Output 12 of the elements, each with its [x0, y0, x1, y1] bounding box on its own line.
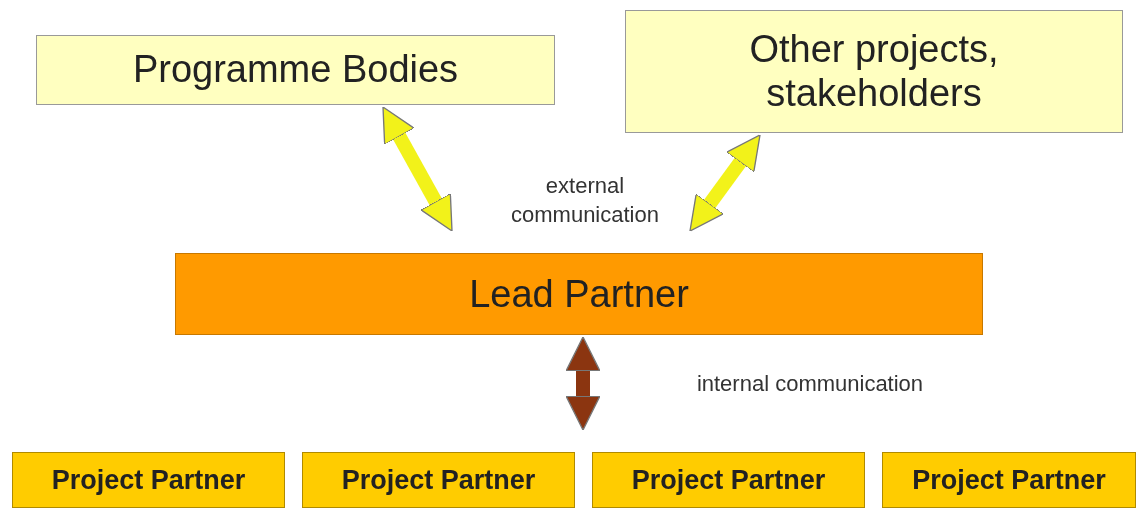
double-arrow: [565, 336, 601, 431]
lead-partner-box: Lead Partner: [175, 253, 983, 335]
annotation-text: internal communication: [695, 370, 925, 398]
partner-box: Project Partner: [302, 452, 575, 508]
partner-box: Project Partner: [882, 452, 1136, 508]
annotation-text: external communication: [510, 172, 660, 229]
double-arrow: [689, 134, 761, 232]
partner-box: Project Partner: [12, 452, 285, 508]
double-arrow: [382, 106, 453, 232]
partner-box: Project Partner: [592, 452, 865, 508]
stakeholder-box: Programme Bodies: [36, 35, 555, 105]
stakeholder-box: Other projects, stakeholders: [625, 10, 1123, 133]
